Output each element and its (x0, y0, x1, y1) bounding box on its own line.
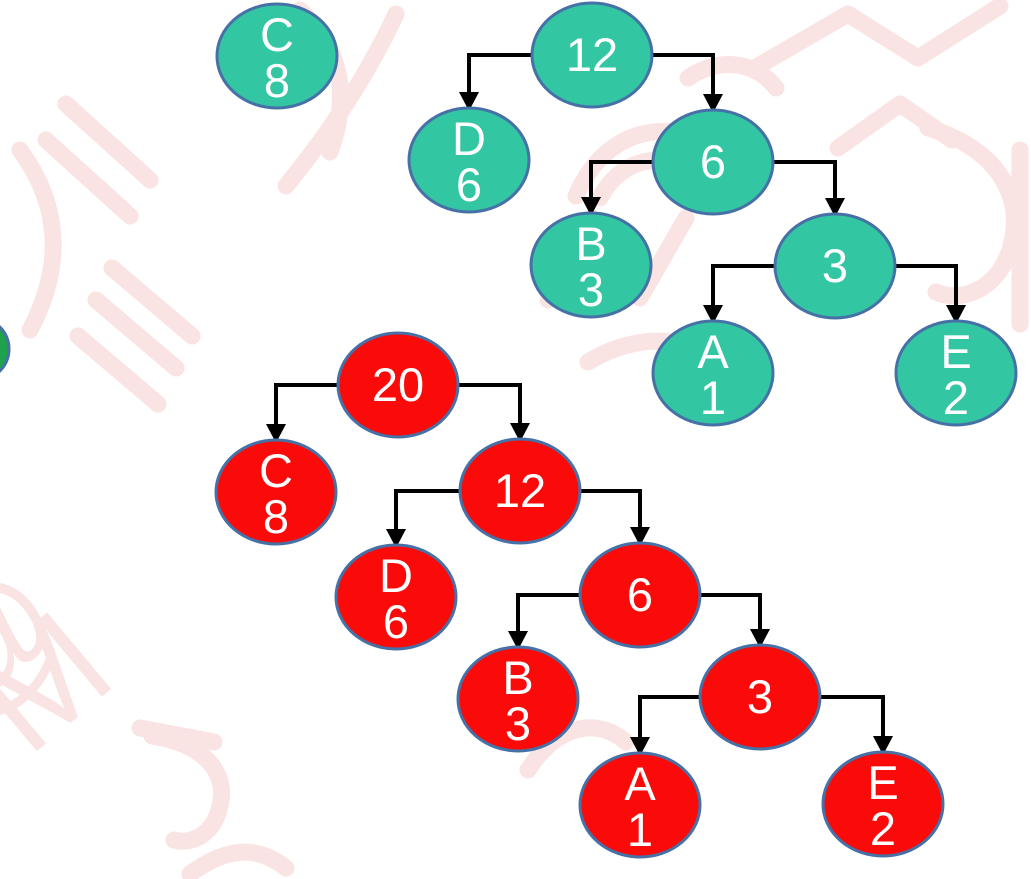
edge-n12-d6 (394, 489, 460, 531)
tree-node-huffman-tree-red-n12: 12 (458, 437, 582, 545)
tree-node-huffman-tree-red-n3: 3 (698, 643, 822, 751)
edge-n3-a1 (638, 695, 700, 739)
arrowhead-icon (266, 424, 286, 443)
edge-n12-d6 (467, 53, 532, 94)
node-ellipse (821, 750, 945, 858)
watermark-stroke (277, 5, 405, 195)
arrowhead-icon (459, 92, 479, 111)
watermark-stroke (37, 131, 139, 225)
edge-n12-n6 (652, 53, 715, 96)
node-label: 20 (372, 358, 424, 411)
arrowhead-icon (508, 631, 528, 650)
tree-node-huffman-tree-red-n20: 20 (336, 331, 460, 439)
node-label: 3 (822, 239, 848, 292)
watermark-stroke (679, 56, 785, 97)
node-ellipse (215, 2, 339, 110)
watermark-stroke (519, 719, 635, 779)
edge-n3-e2 (820, 695, 885, 738)
arrowhead-icon (825, 198, 845, 217)
arrowhead-icon (510, 423, 530, 442)
watermark-stroke (11, 141, 62, 339)
tree-node-huffman-tree-teal-n12: 12 (530, 1, 654, 109)
watermark-stroke (69, 327, 167, 413)
node-ellipse (773, 212, 897, 320)
arrowhead-icon (386, 529, 406, 548)
watermark-stroke (919, 119, 1023, 305)
node-ellipse (458, 437, 582, 545)
edge-n3-e2 (895, 264, 958, 307)
edge-n6-n3 (700, 593, 762, 631)
node-label: 6 (700, 135, 726, 188)
watermark-stroke (103, 259, 201, 345)
watermark-character: M (0, 581, 140, 783)
node-ellipse (407, 106, 531, 214)
arrowhead-icon (703, 94, 723, 113)
node-ellipse (214, 438, 338, 546)
edge-n6-b3 (516, 593, 580, 633)
tree-node-huffman-tree-red-n6: 6 (578, 541, 702, 649)
watermark-stroke (143, 727, 230, 850)
arrowhead-icon (873, 736, 893, 755)
edge-n20-c8 (274, 383, 338, 426)
edge-n6-n3 (773, 160, 837, 200)
node-label: 6 (627, 568, 653, 621)
arrowhead-icon (703, 305, 723, 324)
arrowhead-icon (630, 527, 650, 546)
edge-n6-b3 (589, 160, 653, 199)
node-ellipse (456, 645, 580, 753)
edge-n3-a1 (711, 264, 775, 307)
watermark-stroke (749, 0, 1009, 75)
edge-n12-n6 (580, 489, 642, 529)
node-ellipse (578, 541, 702, 649)
arrowhead-icon (750, 629, 770, 648)
node-ellipse (529, 211, 653, 319)
node-ellipse (334, 543, 458, 651)
node-label: 12 (494, 464, 546, 517)
node-label: 3 (747, 670, 773, 723)
arrowhead-icon (581, 197, 601, 216)
node-ellipse (894, 319, 1018, 427)
node-ellipse (698, 643, 822, 751)
watermark-stroke (57, 95, 159, 189)
node-ellipse (651, 319, 775, 427)
node-ellipse (578, 751, 702, 859)
node-ellipse (336, 331, 460, 439)
partial-node-left-edge (0, 325, 11, 373)
edge-n20-n12 (458, 383, 522, 425)
node-ellipse (651, 108, 775, 216)
watermark-stroke (181, 843, 295, 879)
tree-node-huffman-tree-teal-n6: 6 (651, 108, 775, 216)
arrowhead-icon (946, 305, 966, 324)
node-ellipse (530, 1, 654, 109)
tree-node-huffman-tree-teal-n3: 3 (773, 212, 897, 320)
watermark-stroke (87, 291, 185, 377)
node-label: 12 (566, 28, 618, 81)
arrowhead-icon (630, 737, 650, 756)
